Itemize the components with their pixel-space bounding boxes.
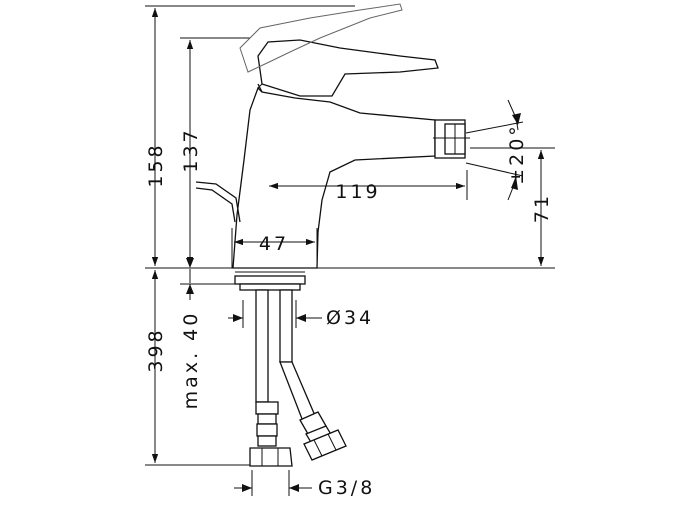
extension-lines <box>145 5 555 496</box>
dim-40-label: max. 40 <box>180 311 202 410</box>
popup-rod <box>195 181 241 223</box>
faucet-body <box>195 3 470 291</box>
dimension-lines <box>151 8 545 492</box>
diameter-label: Ø34 <box>326 307 374 329</box>
lever-handle <box>257 39 439 97</box>
lever-raised-outline <box>239 3 403 73</box>
dim-158-label: 158 <box>145 142 167 187</box>
dimension-labels: 158 137 398 max. 40 119 47 71 ±20° Ø34 G… <box>145 123 553 499</box>
dim-119-label: 119 <box>335 181 380 203</box>
base-gasket <box>234 275 306 285</box>
angle-label: ±20° <box>506 123 528 185</box>
hose-nut-left <box>249 447 293 467</box>
dim-47-label: 47 <box>259 233 289 255</box>
dim-398-label: 398 <box>145 327 167 372</box>
supply-hoses <box>249 289 347 467</box>
hose-nut-right <box>303 429 347 461</box>
dim-71-label: 71 <box>531 193 553 223</box>
connection-label: G3/8 <box>318 477 375 499</box>
dim-137-label: 137 <box>180 127 202 172</box>
